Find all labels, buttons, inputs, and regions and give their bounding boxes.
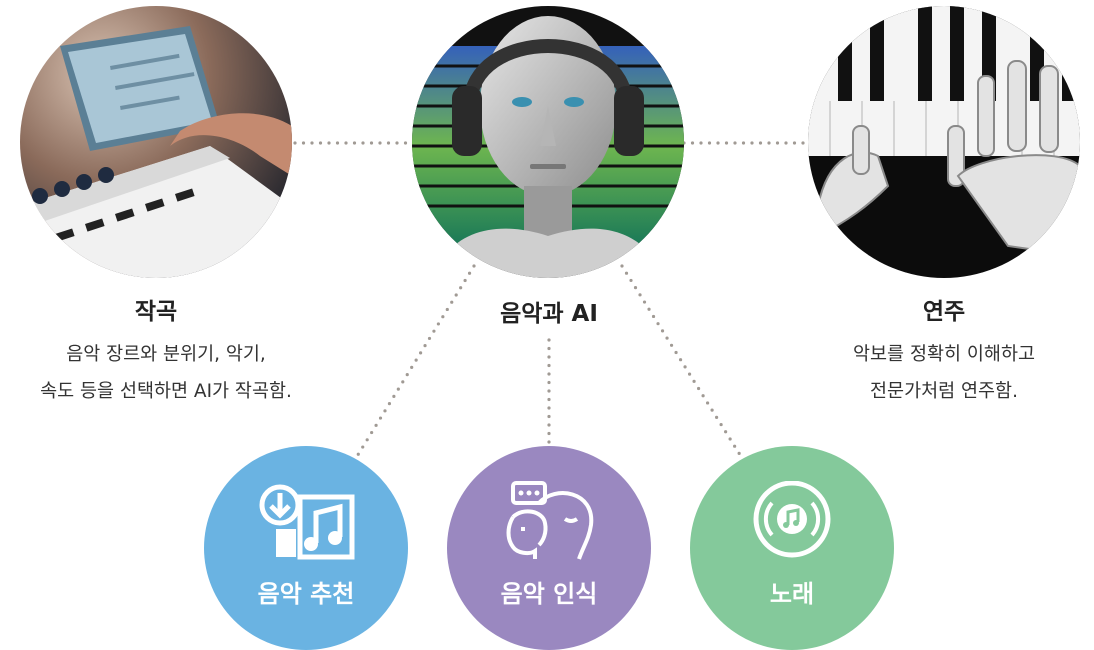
composition-description: 음악 장르와 분위기, 악기, 속도 등을 선택하면 AI가 작곡함. xyxy=(0,336,332,410)
feature-music-recognition[interactable]: 음악 인식 xyxy=(447,446,651,650)
vinyl-record-icon xyxy=(753,481,831,558)
composition-title: 작곡 xyxy=(134,299,178,325)
feature-label: 음악 추천 xyxy=(257,580,355,608)
feature-music-recommendation[interactable]: 음악 추천 xyxy=(204,446,408,650)
performance-photo xyxy=(808,6,1080,278)
composition-photo xyxy=(20,6,292,278)
performance-title: 연주 xyxy=(922,299,966,325)
speech-recognition-icon xyxy=(506,481,594,560)
main-node-label: 음악과 AI xyxy=(500,301,598,327)
composition-description-line: 속도 등을 선택하면 AI가 작곡함. xyxy=(40,381,292,402)
composition-description-line: 음악 장르와 분위기, 악기, xyxy=(66,344,266,365)
performance-description-line: 전문가처럼 연주함. xyxy=(870,381,1018,402)
ai-robot-photo xyxy=(412,6,684,278)
connector-main-recommendation xyxy=(354,264,476,460)
feature-singing[interactable]: 노래 xyxy=(690,446,894,650)
feature-label: 음악 인식 xyxy=(500,580,598,608)
performance-description-line: 악보를 정확히 이해하고 xyxy=(853,344,1035,365)
music-download-icon xyxy=(259,484,355,560)
performance-description: 악보를 정확히 이해하고 전문가처럼 연주함. xyxy=(814,336,1074,410)
feature-label: 노래 xyxy=(769,580,815,608)
